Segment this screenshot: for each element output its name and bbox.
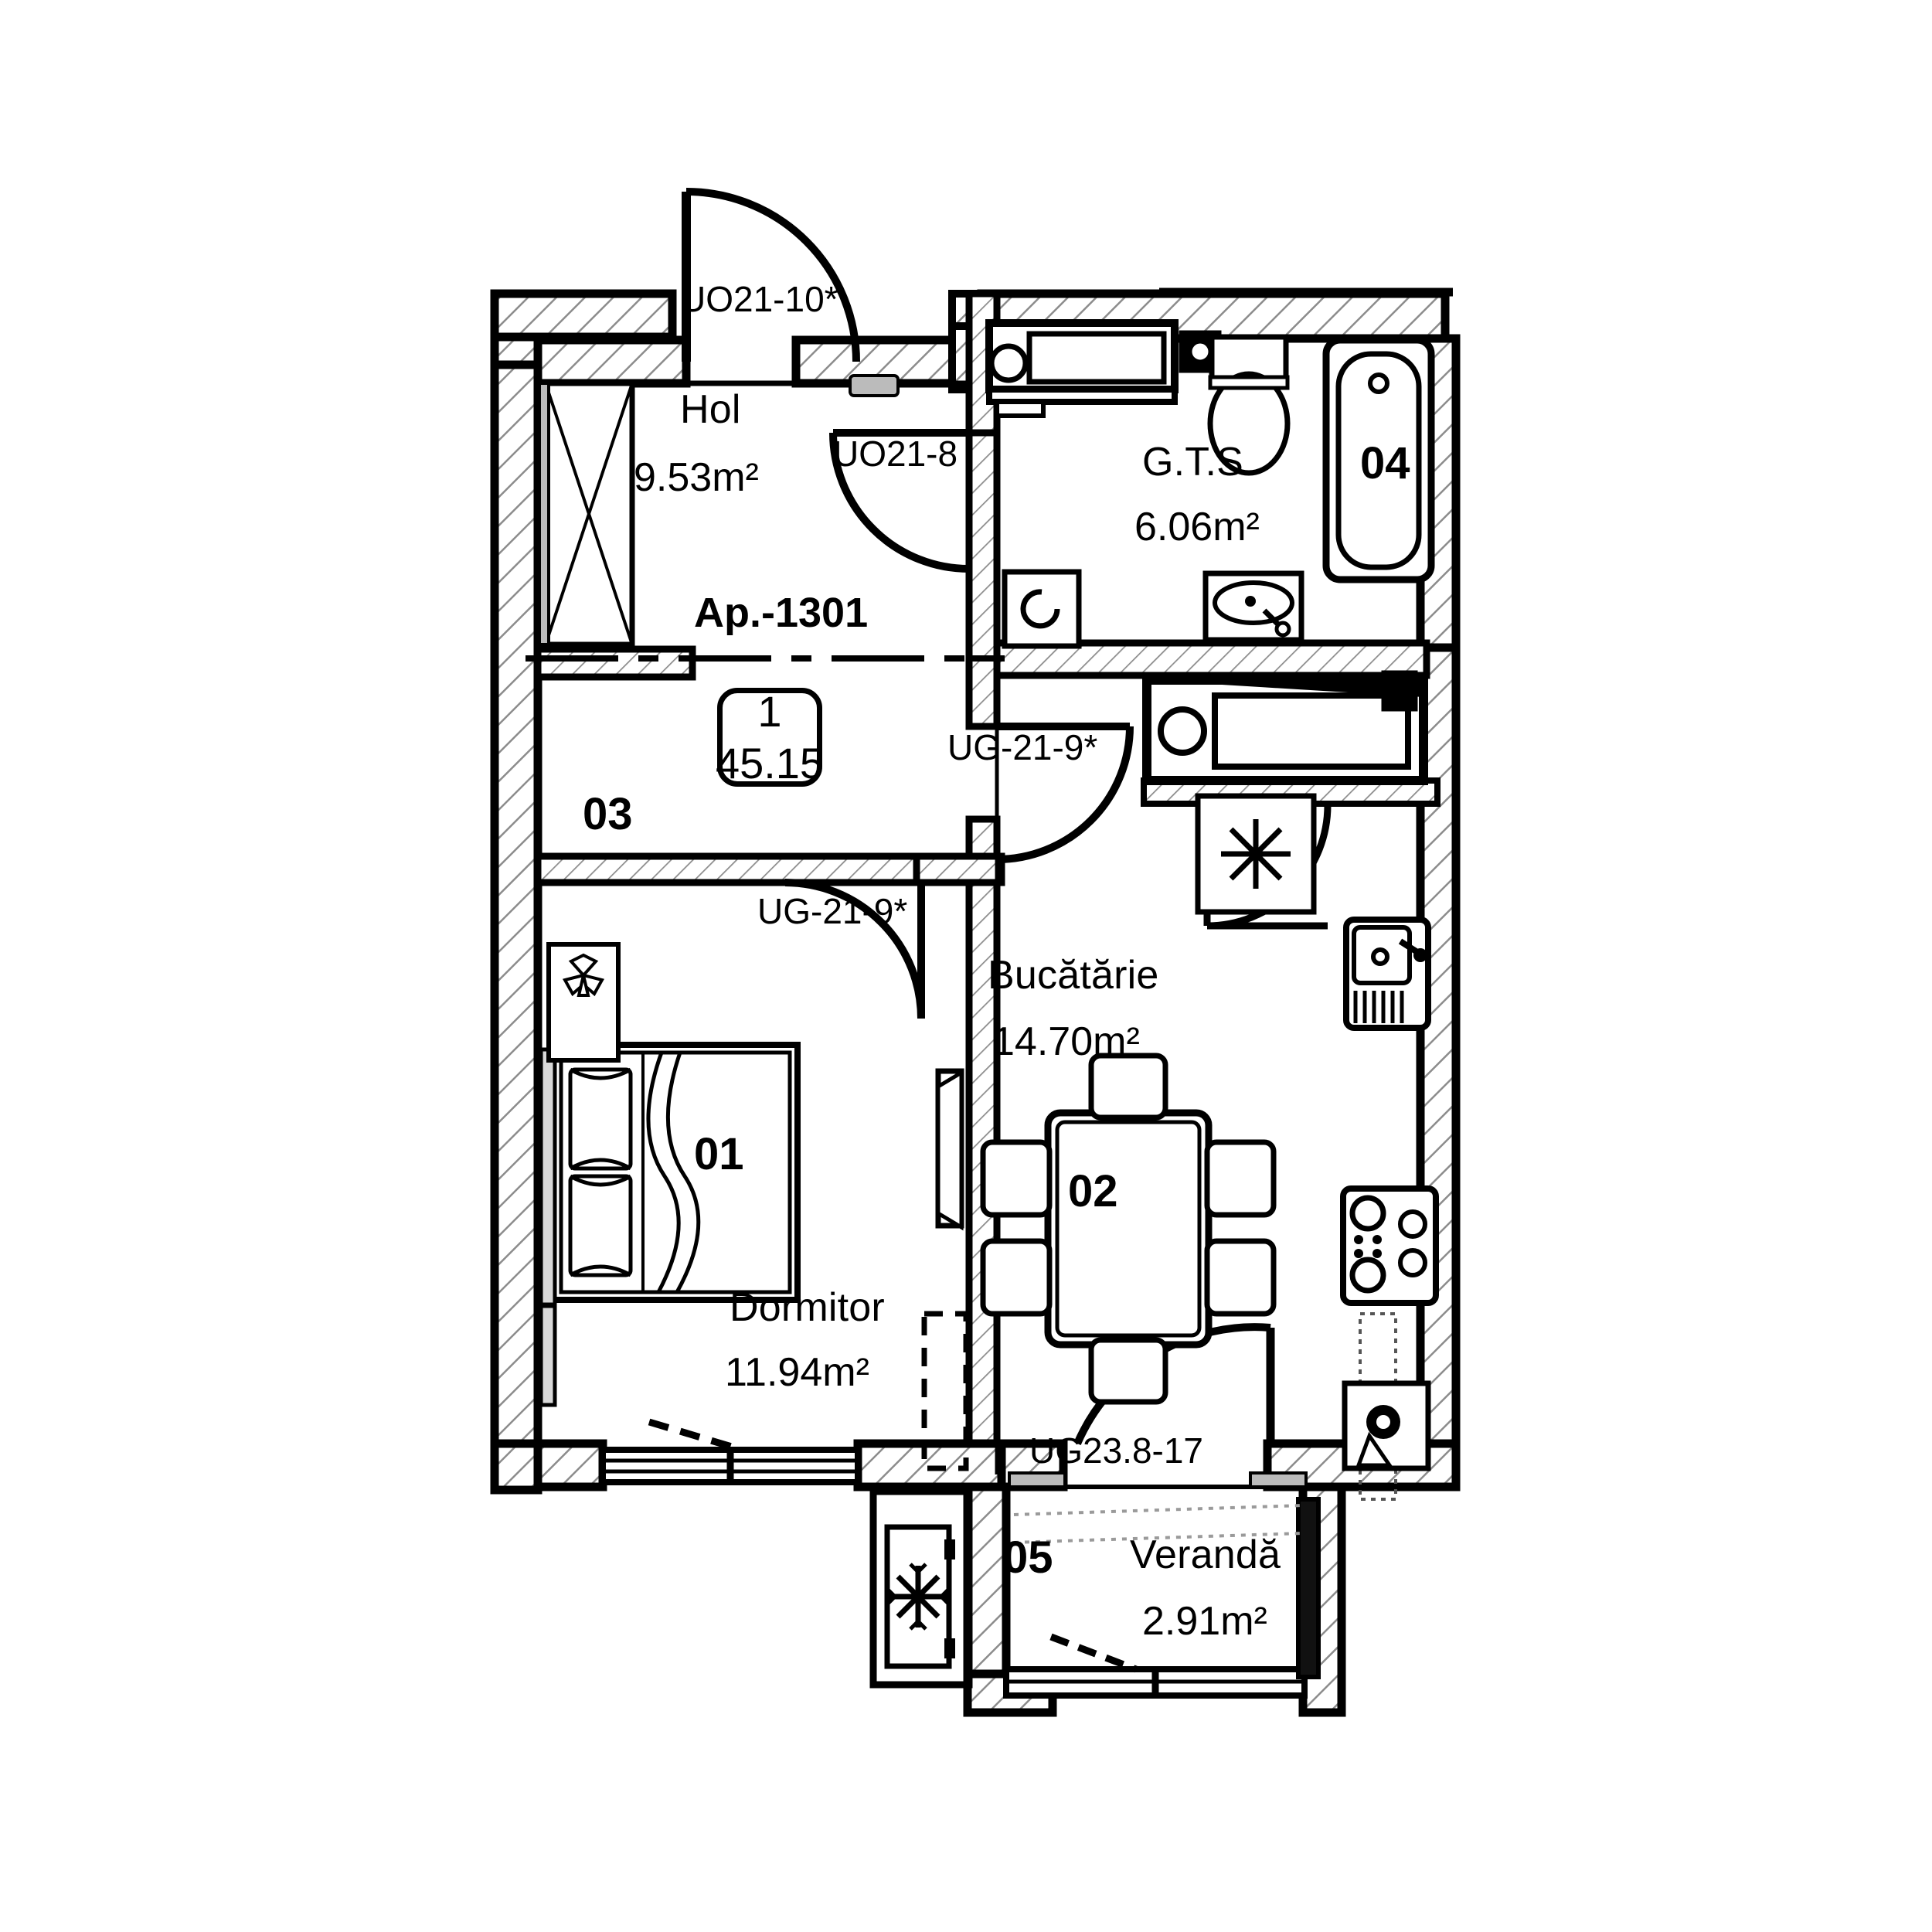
room-marker-bed: 01 <box>694 1129 744 1179</box>
cooktop-fixture <box>1340 1185 1439 1306</box>
room-marker-veranda: 05 <box>1003 1532 1053 1583</box>
floor-drain-icon <box>1195 793 1317 915</box>
fixtures <box>538 319 1439 1669</box>
wardrobe-fixture <box>538 380 635 648</box>
room-name-bucatarie: Bucătărie <box>988 953 1159 998</box>
plant-icon <box>562 953 605 997</box>
door-label-bedroom: UG-21-9* <box>757 891 908 931</box>
door-kitchen-upper <box>996 723 1134 863</box>
room-marker-bathtub: 04 <box>1360 438 1410 488</box>
doors <box>682 188 1332 1445</box>
door-label-veranda: UG23.8-17 <box>1029 1430 1204 1471</box>
apartment-title: Ap.-1301 <box>694 590 869 636</box>
room-name-veranda: Verandă <box>1130 1532 1281 1577</box>
veranda-guides <box>1013 1504 1304 1544</box>
window-veranda <box>1003 1633 1308 1699</box>
dining-table-fixture <box>980 1053 1277 1405</box>
room-marker-corridor: 03 <box>583 789 633 839</box>
room-name-dormitor: Dormitor <box>730 1285 885 1330</box>
bed-fixture <box>539 1042 801 1407</box>
room-area-gts: 6.06m² <box>1134 505 1260 549</box>
washbasin-fixture <box>1202 570 1304 643</box>
room-name-gts: G.T.S. <box>1142 440 1255 485</box>
door-label-hol-gts: UO21-8 <box>833 434 958 474</box>
door-entry <box>682 188 860 362</box>
room-area-hol: 9.53m² <box>634 455 759 500</box>
washing-machine-fixture <box>1142 670 1428 785</box>
boiler-round-icon <box>1002 569 1082 649</box>
room-area-dormitor: 11.94m² <box>725 1350 869 1395</box>
air-conditioner-fixture <box>884 1524 955 1669</box>
door-bedroom <box>784 879 925 1019</box>
door-hol-gts <box>829 429 970 573</box>
boiler-fixture <box>985 319 1179 418</box>
room-name-hol: Hol <box>680 387 741 432</box>
bathtub-fixture <box>1322 336 1435 583</box>
toilet-fixture <box>1207 334 1291 476</box>
room-area-bucatarie: 14.70m² <box>992 1019 1140 1064</box>
door-label-kitchen-upper: UG-21-9* <box>947 727 1098 767</box>
gas-meter-fixture <box>1342 1380 1431 1471</box>
radiator-niche <box>921 1311 969 1471</box>
sill-marks <box>849 374 1308 1488</box>
window-veranda-right <box>1296 1497 1321 1679</box>
kitchen-sink-fixture <box>1343 917 1431 1031</box>
badge-total-area: 45.15 <box>715 739 825 787</box>
room-area-veranda: 2.91m² <box>1142 1599 1267 1644</box>
area-badge: 1 45.15 <box>715 687 825 787</box>
window-dormitor <box>600 1418 861 1485</box>
bedroom-cabinet <box>935 1068 964 1231</box>
door-label-entry: UO21-10* <box>680 279 838 319</box>
badge-room-count: 1 <box>757 687 782 736</box>
room-marker-dining: 02 <box>1068 1166 1118 1216</box>
snowflake-icon <box>886 1563 951 1631</box>
nightstand-fixture <box>546 942 621 1063</box>
